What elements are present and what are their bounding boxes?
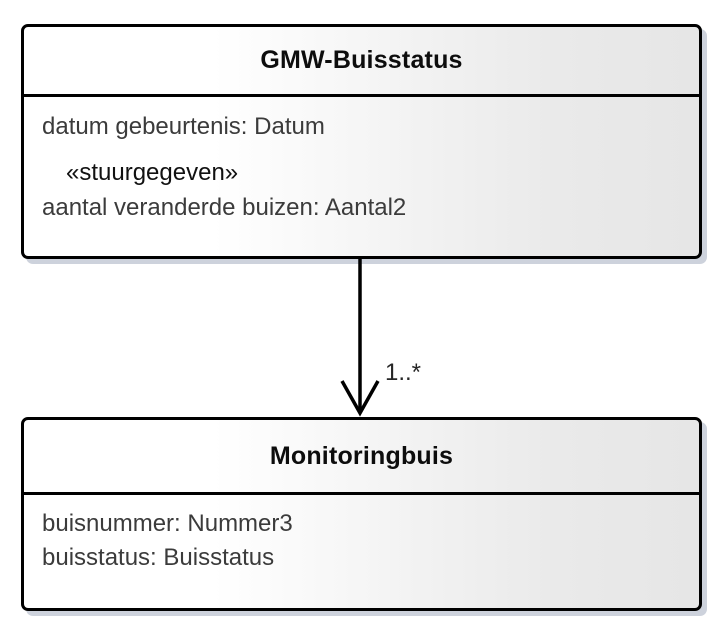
- attributes-compartment: datum gebeurtenis: Datum «stuurgegeven» …: [24, 97, 699, 224]
- class-name-compartment: Monitoringbuis: [24, 420, 699, 495]
- attribute-item: aantal veranderde buizen: Aantal2: [42, 194, 407, 222]
- attributes-compartment: buisnummer: Nummer3 buisstatus: Buisstat…: [24, 495, 699, 574]
- multiplicity-label: 1..*: [385, 359, 422, 386]
- class-box-gmw-buisstatus[interactable]: GMW-Buisstatus datum gebeurtenis: Datum …: [21, 24, 702, 259]
- class-title: Monitoringbuis: [269, 441, 454, 470]
- stereotype-label: «stuurgegeven»: [66, 158, 239, 186]
- class-box-monitoringbuis[interactable]: Monitoringbuis buisnummer: Nummer3 buiss…: [21, 417, 702, 611]
- class-title: GMW-Buisstatus: [260, 46, 463, 74]
- attribute-item: buisnummer: Nummer3: [42, 510, 293, 537]
- attribute-item: buisstatus: Buisstatus: [42, 543, 275, 571]
- class-name-compartment: GMW-Buisstatus: [24, 27, 699, 97]
- open-arrowhead-icon: [340, 380, 380, 417]
- attribute-item: datum gebeurtenis: Datum: [42, 113, 325, 140]
